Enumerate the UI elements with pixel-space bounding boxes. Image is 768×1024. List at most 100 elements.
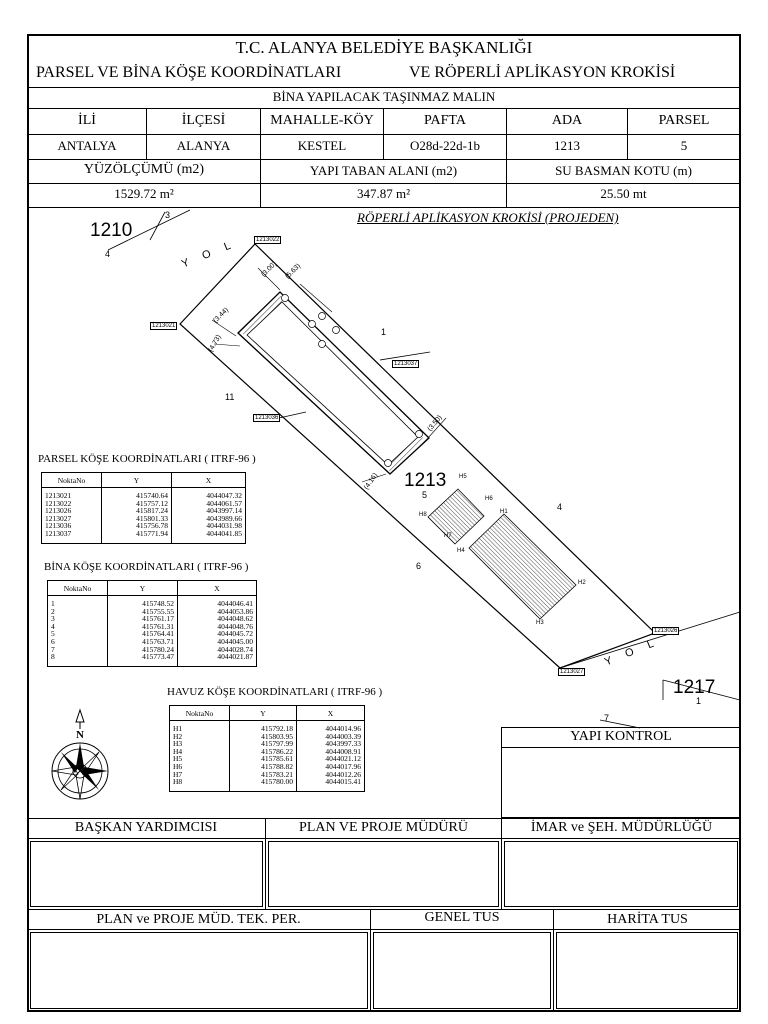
- building-outline: [237, 291, 430, 475]
- baskan-yardimcisi-label: BAŞKAN YARDIMCISI: [74, 820, 218, 835]
- genel-tus-label: GENEL TUS: [424, 910, 500, 925]
- col-x: X: [177, 580, 257, 596]
- harita-tus-label: HARİTA TUS: [607, 912, 688, 927]
- document-frame: [27, 34, 741, 1012]
- building-hatch-left: [238, 292, 282, 335]
- building-hatch-bottom: [388, 437, 429, 474]
- signature-harita-tus: [556, 932, 738, 1009]
- col-nokta: NoktaNo: [41, 472, 102, 488]
- pool-label-h1: H1: [500, 509, 508, 515]
- plan-tek-per-label: PLAN ve PROJE MÜD. TEK. PER.: [96, 912, 301, 927]
- parcel-1213: 1213: [404, 470, 447, 491]
- compass-icon: [51, 708, 109, 800]
- value-yuzolcumu: 1529.72 m²: [114, 186, 174, 201]
- pool-label-h4: H4: [457, 548, 465, 554]
- parcel-1: 1: [381, 327, 387, 337]
- boundary-7: [599, 719, 641, 729]
- compass-north-label: N: [75, 729, 85, 741]
- parcel-11: 11: [225, 392, 235, 402]
- value-pafta: O28d-22d-1b: [409, 138, 481, 153]
- road-edge-bottom: [559, 611, 741, 669]
- parcel-7: 7: [604, 713, 610, 723]
- value-yapi-taban: 347.87 m²: [356, 186, 410, 201]
- col-y: Y: [229, 705, 297, 721]
- parcel-1213-sub: 5: [422, 490, 428, 500]
- small-pool: [427, 488, 485, 545]
- signature-plan-proje: [268, 841, 499, 907]
- document-subtitle-right: VE RÖPERLİ APLİKASYON KROKİSİ: [409, 64, 676, 81]
- header-il: İLİ: [78, 113, 96, 128]
- building-inner: [246, 301, 419, 466]
- col-y: Y: [101, 472, 172, 488]
- col-x: X: [296, 705, 365, 721]
- sketch-title: RÖPERLİ APLİKASYON KROKİSİ (PROJEDEN): [357, 210, 619, 225]
- header-mahalle: MAHALLE-KÖY: [270, 113, 374, 128]
- signature-imar: [504, 841, 738, 907]
- header-parsel: PARSEL: [658, 113, 710, 128]
- document-subtitle-left: PARSEL VE BİNA KÖŞE KOORDİNATLARI: [36, 64, 342, 81]
- point-label-1213037: 1213037: [392, 360, 420, 368]
- header-pafta: PAFTA: [424, 113, 466, 128]
- parcel-1210: 1210: [90, 220, 133, 241]
- document-title: T.C. ALANYA BELEDİYE BAŞKANLIĞI: [235, 38, 533, 57]
- imar-label: İMAR ve ŞEH. MÜDÜRLÜĞÜ: [530, 820, 713, 835]
- parcel-4: 4: [557, 502, 563, 512]
- signature-genel-tus: [373, 932, 551, 1009]
- parcel-3: 3: [165, 210, 171, 220]
- header-su-basman: SU BASMAN KOTU (m): [555, 163, 692, 178]
- col-y: Y: [107, 580, 178, 596]
- point-label-1213021: 1213021: [150, 322, 178, 330]
- signature-plan-tek-per: [30, 932, 368, 1009]
- plan-proje-label: PLAN VE PROJE MÜDÜRÜ: [299, 820, 468, 835]
- value-su-basman: 25.50 mt: [600, 186, 647, 201]
- yapi-kontrol-box: [501, 727, 741, 818]
- value-il: ANTALYA: [57, 138, 117, 153]
- point-label-1213036: 1213036: [253, 414, 281, 422]
- value-parsel: 5: [680, 138, 688, 153]
- header-ada: ADA: [551, 113, 583, 128]
- pool-coords-title: HAVUZ KÖŞE KOORDİNATLARI ( ITRF-96 ): [167, 686, 383, 698]
- point-label-1213027: 1213027: [558, 668, 586, 676]
- yapi-kontrol-label: YAPI KONTROL: [570, 729, 672, 744]
- road-edge-top: [107, 209, 191, 251]
- pool-label-h7: H7: [444, 533, 452, 539]
- value-ilce: ALANYA: [176, 138, 231, 153]
- parcel-coords-title: PARSEL KÖŞE KOORDİNATLARI ( ITRF-96 ): [38, 453, 256, 465]
- road-edge-top-inner: [149, 211, 166, 241]
- parcel-1210-sub: 4: [105, 249, 111, 259]
- pool-label-h2: H2: [578, 580, 586, 586]
- pool-label-h6: H6: [485, 496, 493, 502]
- header-yuzolcumu: YÜZÖLÇÜMÜ (m2): [83, 162, 205, 177]
- road-edge-right: [662, 679, 741, 701]
- parcel-6: 6: [416, 561, 422, 571]
- building-coords-title: BİNA KÖŞE KOORDİNATLARI ( ITRF-96 ): [44, 561, 249, 573]
- property-subtitle: BİNA YAPILACAK TAŞINMAZ MALIN: [272, 89, 496, 104]
- pool-label-h8: H8: [419, 512, 427, 518]
- value-ada: 1213: [554, 138, 580, 153]
- col-nokta: NoktaNo: [47, 580, 108, 596]
- pool-label-h3: H3: [536, 620, 544, 626]
- header-yapi-taban: YAPI TABAN ALANI (m2): [309, 163, 458, 178]
- col-x: X: [171, 472, 246, 488]
